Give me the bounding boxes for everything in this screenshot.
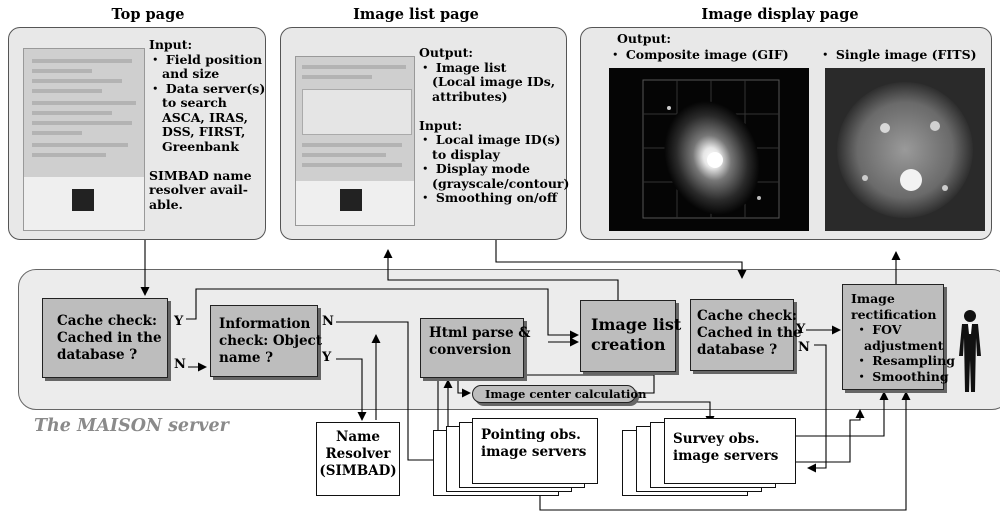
cache1-no-label: N [174,357,186,372]
image-display-page-panel: Output: ・ Composite image (GIF) ・ Single… [580,27,992,240]
survey-servers-box: Survey obs. image servers [664,418,796,484]
pointing-servers-box: Pointing obs. image servers [472,418,598,484]
single-image [825,68,985,231]
output-label: Output: [617,31,671,46]
info-no-label: N [322,314,334,329]
user-person-icon [959,310,981,392]
single-image-label: ・ Single image (FITS) [819,47,977,62]
image-center-calculation-box: Image center calculation [472,385,646,403]
image-list-description: Output: ・ Image list (Local image IDs, a… [419,45,570,205]
image-display-page-title: Image display page [701,6,859,23]
image-rectification-box: Image rectification ・ FOV adjustment ・ R… [842,284,955,390]
top-page-screenshot [23,48,145,231]
cache-check-box-2: Cache check: Cached in the database ? [690,299,802,371]
top-page-panel: Input: ・ Field position and size ・ Data … [8,27,266,240]
composite-image [609,68,809,231]
image-list-creation-box: Image list creation [580,300,681,372]
name-resolver-box: Name Resolver (SIMBAD) [316,422,400,496]
image-list-screenshot [295,56,415,226]
maison-server-label: The MAISON server [34,416,229,436]
cache1-yes-label: Y [174,314,184,329]
top-page-description: Input: ・ Field position and size ・ Data … [149,37,266,212]
html-parse-box: Html parse & conversion [420,318,530,378]
info-yes-label: Y [322,350,332,365]
cache2-yes-label: Y [796,322,806,337]
cache-check-box-1: Cache check: Cached in the database ? [42,298,168,378]
information-check-box: Information check: Object name ? [210,305,322,377]
image-list-page-panel: Output: ・ Image list (Local image IDs, a… [280,27,570,240]
top-page-title: Top page [111,6,185,23]
image-list-page-title: Image list page [353,6,479,23]
composite-image-label: ・ Composite image (GIF) [609,47,789,62]
cache2-no-label: N [798,340,810,355]
